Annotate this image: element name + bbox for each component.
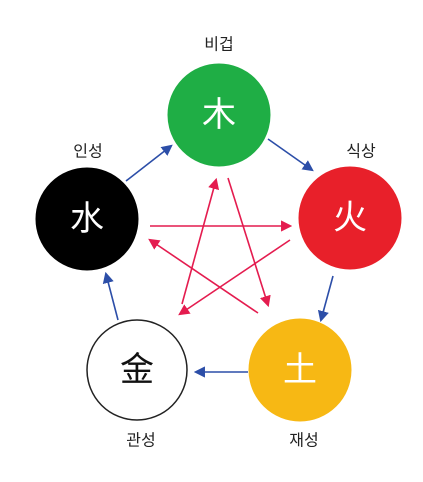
arrow-fire-to-earth [317, 275, 334, 323]
fire-label: 식상 [346, 142, 376, 161]
earth-label: 재성 [289, 431, 318, 450]
arrow-metal-to-water [102, 271, 119, 321]
arrow-earth-to-water [148, 238, 259, 314]
metal-label: 관성 [126, 431, 155, 450]
metal-glyph: 金 [120, 350, 154, 390]
arrow-wood-to-earth [227, 177, 271, 308]
water-circle [35, 167, 139, 271]
metal-circle [86, 319, 188, 421]
fire-glyph: 火 [333, 198, 367, 238]
wood-glyph: 木 [202, 95, 236, 135]
node-fire: 火 식상 [298, 142, 402, 270]
arrow-fire-to-metal [178, 239, 291, 316]
earth-glyph: 土 [283, 350, 317, 390]
arrow-wood-to-fire [267, 138, 314, 172]
generating-arrows [102, 138, 334, 378]
water-label: 인성 [73, 142, 102, 161]
wood-label: 비겁 [204, 35, 233, 54]
wood-circle [167, 63, 271, 167]
node-wood: 木 비겁 [167, 35, 271, 167]
arrow-metal-to-wood [181, 177, 220, 305]
node-water: 水 인성 [35, 142, 139, 271]
node-metal: 金 관성 [86, 319, 188, 450]
earth-circle [248, 318, 352, 422]
controlling-arrows [148, 177, 293, 316]
arrow-water-to-wood [125, 144, 173, 182]
water-glyph: 水 [70, 199, 104, 239]
fire-circle [298, 166, 402, 270]
node-earth: 土 재성 [248, 318, 352, 450]
